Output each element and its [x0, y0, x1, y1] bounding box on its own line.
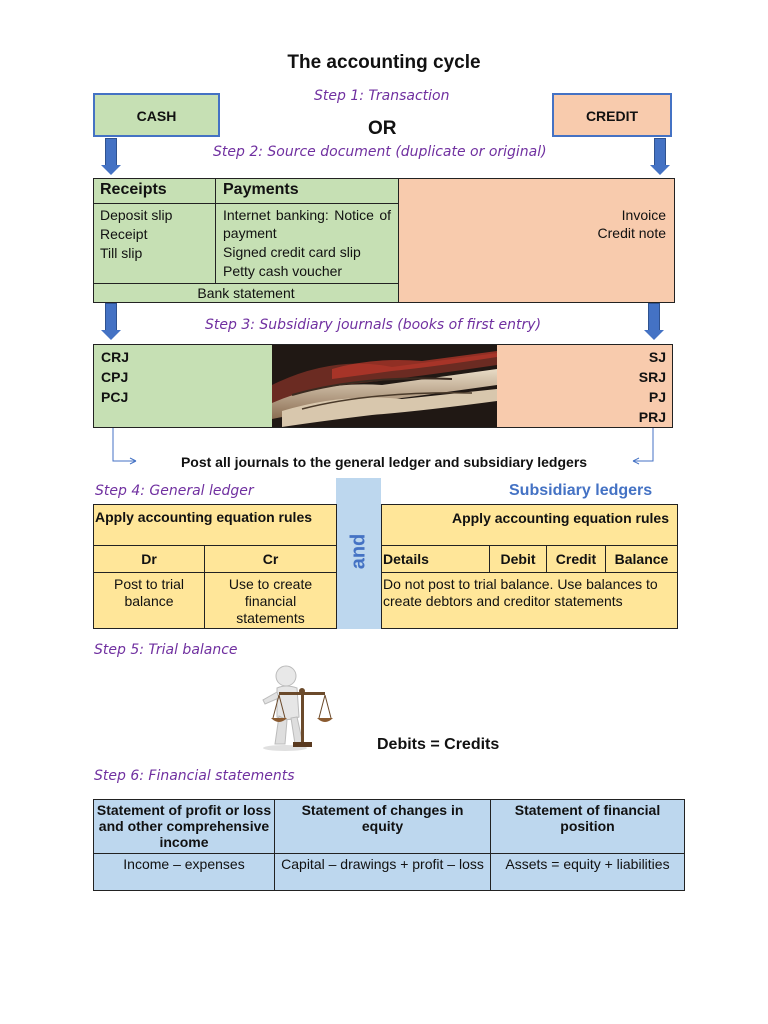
list-item: Invoice [621, 207, 666, 223]
sl-col-debit: Debit [500, 551, 536, 567]
connector-arrows [112, 428, 654, 465]
credit-box: CREDIT [552, 93, 672, 137]
cash-documents: Receipts Payments Deposit slip Receipt T… [94, 179, 399, 302]
fs-header-profit-loss: Statement of profit or loss and other co… [96, 802, 272, 850]
journals-block: CRJ CPJ PCJ SJ SRJ PJ PRJ [93, 344, 673, 428]
fs-header-changes-equity: Statement of changes in equity [301, 802, 464, 834]
gl-cr-text: Use to create financial statements [228, 576, 313, 626]
arrow-down-icon [650, 138, 670, 175]
receipts-header: Receipts [100, 181, 167, 198]
payments-header: Payments [223, 181, 299, 198]
bank-statement: Bank statement [197, 285, 295, 301]
list-item: SRJ [638, 369, 666, 385]
list-item: CPJ [101, 369, 129, 385]
step-6-label: Step 6: Financial statements [94, 768, 295, 784]
and-label: and [347, 533, 370, 570]
cash-journals: CRJ CPJ PCJ [94, 345, 272, 427]
books-image [272, 345, 497, 427]
receipts-list: Deposit slip Receipt Till slip [100, 206, 172, 263]
gl-cr-header: Cr [262, 551, 279, 567]
gl-rules: Apply accounting equation rules [95, 509, 313, 525]
or-label: OR [368, 118, 397, 139]
list-item: Credit note [597, 225, 666, 241]
gl-dr-header: Dr [141, 551, 157, 567]
fs-value-changes-equity: Capital – drawings + profit – loss [281, 856, 484, 872]
payments-list: Internet banking: Notice of payment Sign… [223, 206, 391, 280]
credit-journals: SJ SRJ PJ PRJ [497, 345, 672, 427]
list-item: Deposit slip [100, 207, 173, 223]
credit-documents-list: Invoice Credit note [598, 206, 666, 242]
debits-equals-credits: Debits = Credits [377, 736, 500, 753]
general-ledger-table: Apply accounting equation rules Dr Cr Po… [93, 504, 337, 629]
post-all-journals: Post all journals to the general ledger … [180, 454, 588, 470]
cash-label: CASH [136, 108, 177, 124]
list-item: SJ [648, 349, 666, 365]
credit-documents: Invoice Credit note [399, 179, 674, 302]
arrow-down-icon [101, 303, 121, 340]
step-2-label: Step 2: Source document (duplicate or or… [213, 144, 547, 160]
arrow-down-icon [101, 138, 121, 175]
step-3-label: Step 3: Subsidiary journals (books of fi… [205, 317, 542, 333]
fs-header-financial-position: Statement of financial position [514, 802, 661, 834]
step-4-label: Step 4: General ledger [95, 483, 254, 499]
page-title: The accounting cycle [287, 52, 481, 73]
step-5-label: Step 5: Trial balance [94, 642, 238, 658]
sl-col-balance: Balance [614, 551, 669, 567]
step-1-label: Step 1: Transaction [314, 88, 450, 104]
list-item: PRJ [638, 409, 666, 425]
subsidiary-ledgers-title: Subsidiary ledgers [509, 482, 653, 499]
balance-scale-figure-icon [262, 665, 333, 751]
list-item: Till slip [100, 245, 143, 261]
list-item: CRJ [101, 349, 130, 365]
financial-statements-table: Statement of profit or loss and other co… [93, 799, 685, 891]
list-item: Receipt [100, 226, 148, 242]
cash-box: CASH [93, 93, 220, 137]
books-icon [272, 345, 497, 427]
sl-text: Do not post to trial balance. Use balanc… [383, 576, 658, 609]
sl-col-credit: Credit [555, 551, 597, 567]
fs-value-profit-loss: Income – expenses [123, 856, 245, 872]
fs-value-financial-position: Assets = equity + liabilities [505, 856, 670, 872]
sl-rules: Apply accounting equation rules [451, 510, 669, 526]
gl-dr-text: Post to trial balance [113, 576, 185, 609]
subsidiary-ledger-table: Apply accounting equation rules Details … [381, 504, 678, 629]
list-item: Petty cash voucher [223, 263, 343, 279]
arrow-down-icon [644, 303, 664, 340]
list-item: PJ [648, 389, 666, 405]
and-separator: and [336, 478, 381, 629]
source-documents-block: Receipts Payments Deposit slip Receipt T… [93, 178, 675, 303]
list-item: Signed credit card slip [223, 244, 361, 260]
list-item: PCJ [101, 389, 129, 405]
credit-label: CREDIT [585, 108, 639, 124]
list-item: Internet banking: Notice of payment [223, 207, 391, 241]
sl-col-details: Details [383, 551, 429, 567]
